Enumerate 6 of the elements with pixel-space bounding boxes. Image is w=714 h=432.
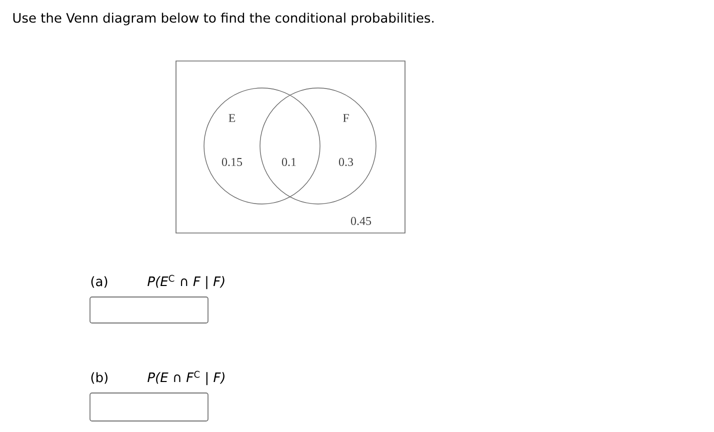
probability-expression: P(E ∩ F$^{C}$ | F) <box>148 370 224 386</box>
question-letter: (a) <box>91 276 108 288</box>
probability-expression: P(E$^{C}$ ∩ F | F) <box>148 274 224 290</box>
question-letter: (b) <box>91 372 108 384</box>
region-value: 0.1 <box>282 158 296 166</box>
title: Use the Venn diagram below to find the conditional probabilities. <box>13 12 434 26</box>
